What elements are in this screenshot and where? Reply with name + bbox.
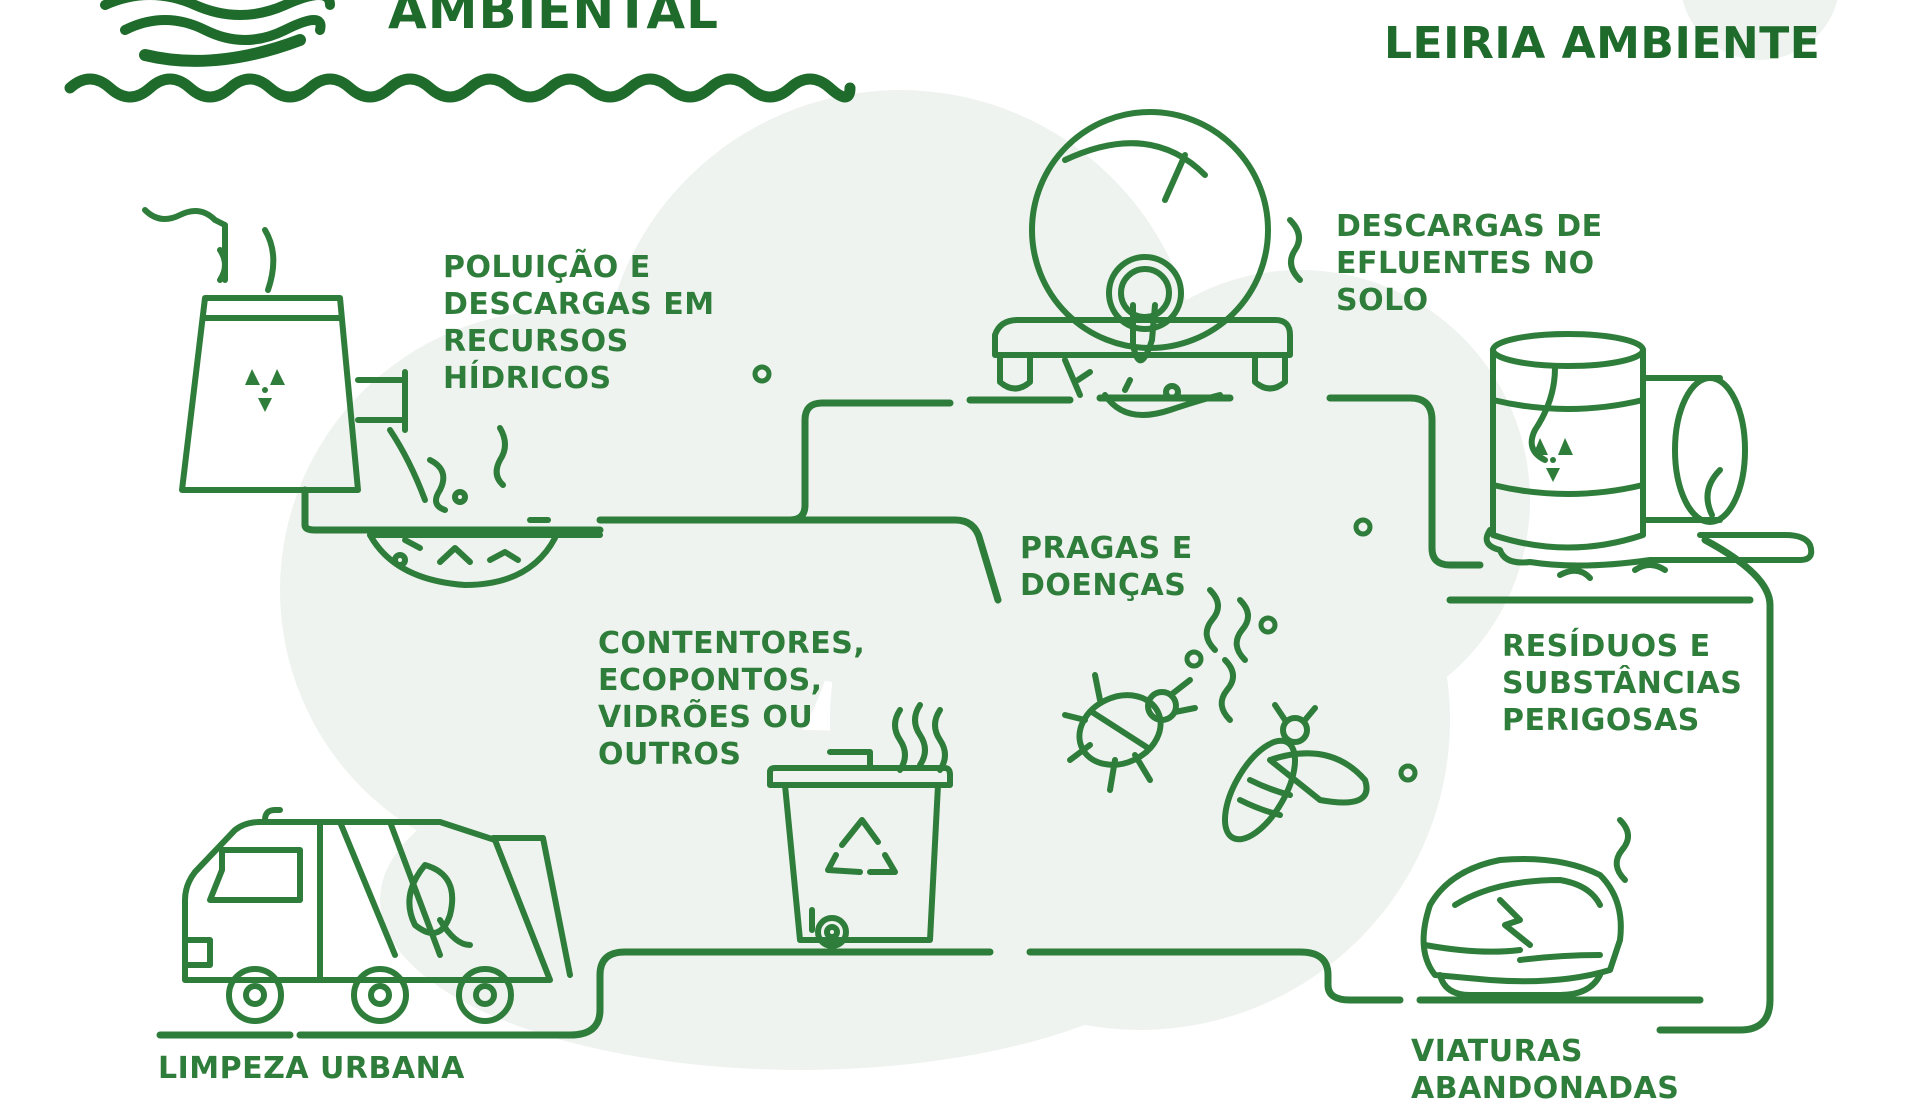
label-hazardous: RESÍDUOS E SUBSTÂNCIAS PERIGOSAS [1502, 628, 1742, 739]
nuclear-factory-icon [142, 207, 603, 588]
background-blobs [280, 90, 1530, 1070]
label-line: SOLO [1336, 283, 1429, 318]
label-abandoned-vehicles: VIATURAS ABANDONADAS [1411, 1033, 1679, 1107]
garbage-truck-icon [182, 807, 573, 1024]
label-line: PERIGOSAS [1502, 703, 1700, 738]
radiation-symbol-barrel [1533, 438, 1573, 482]
decorative-circle [1682, 0, 1838, 60]
label-line: OUTROS [598, 737, 742, 772]
label-water-pollution: POLUIÇÃO E DESCARGAS EM RECURSOS HÍDRICO… [443, 249, 715, 397]
label-line: RECURSOS [443, 324, 629, 359]
label-urban-cleaning: LIMPEZA URBANA [158, 1050, 465, 1087]
label-line: EFLUENTES NO [1336, 246, 1595, 281]
label-line: DESCARGAS EM [443, 287, 715, 322]
label-soil-discharge: DESCARGAS DE EFLUENTES NO SOLO [1336, 208, 1603, 319]
label-line: DESCARGAS DE [1336, 209, 1603, 244]
label-pests: PRAGAS E DOENÇAS [1020, 530, 1193, 604]
wave-logo-icon [100, 0, 335, 67]
header-title-fragment: AMBIENTAL [388, 0, 719, 40]
label-line: VIATURAS [1411, 1034, 1584, 1069]
tank-trailer-icon [992, 109, 1303, 418]
insects-icon [1062, 587, 1370, 843]
label-line: CONTENTORES, [598, 626, 866, 661]
recycle-bin-icon [767, 702, 953, 949]
label-line: RESÍDUOS E [1502, 629, 1711, 664]
brand-name: LEIRIA AMBIENTE [1384, 18, 1821, 69]
label-line: PRAGAS E [1020, 531, 1193, 566]
label-line: ECOPONTOS, [598, 663, 823, 698]
label-line: HÍDRICOS [443, 361, 612, 396]
label-line: SUBSTÂNCIAS [1502, 666, 1743, 701]
radiation-symbol-factory [245, 369, 285, 412]
hazard-barrels-icon [1483, 331, 1815, 581]
label-line: LIMPEZA URBANA [158, 1051, 465, 1086]
label-line: DOENÇAS [1020, 568, 1187, 603]
label-line: VIDRÕES OU [598, 700, 814, 735]
abandoned-car-icon [1420, 817, 1631, 998]
infographic-canvas [64, 0, 1838, 1070]
wave-divider-icon [64, 73, 856, 103]
label-line: ABANDONADAS [1411, 1071, 1680, 1106]
label-line: POLUIÇÃO E [443, 250, 651, 285]
label-containers: CONTENTORES, ECOPONTOS, VIDRÕES OU OUTRO… [598, 625, 865, 773]
